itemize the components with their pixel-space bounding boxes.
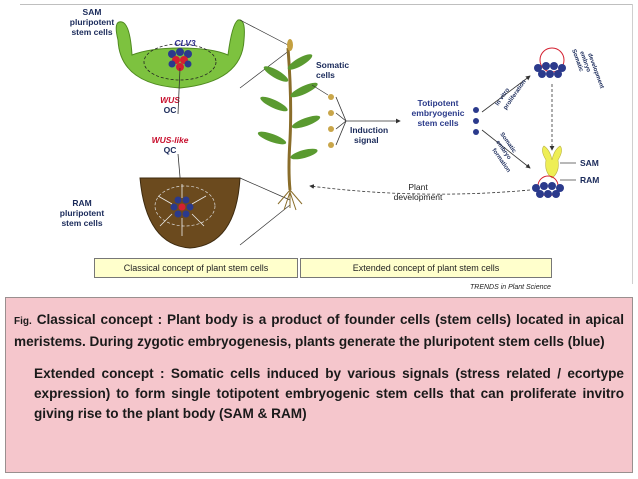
sam-label-line1: SAM [83,7,102,17]
wus-pointer [177,67,181,115]
ram-label-line1: RAM [72,198,91,208]
totipotent-line1: Totipotent [418,98,459,108]
induction-converge-lines [335,96,401,146]
ram-stem-cell-cluster [170,196,194,218]
embryo-shoot-yellow [542,145,562,179]
oc-label: OC [164,105,177,115]
plant-development-line2: development [394,192,443,202]
right-divider [632,4,633,284]
top-divider [20,4,632,5]
ram-radiating-arrows [157,184,207,236]
induction-signal-line1: Induction [350,125,388,135]
ram-label-line2: pluripotent [60,208,105,218]
source-credit: TRENDS in Plant Science [470,284,551,291]
arrow-to-embryo-formation [481,129,531,169]
caption-paragraph-classical: Fig. Classical concept : Plant body is a… [14,310,624,352]
arrow-to-proliferation [481,75,531,113]
somatic-cell-dots [328,94,334,148]
stem-cell-diagram: SAM pluripotent stem cells CLV3 WUS OC W… [60,7,604,249]
caption-paragraph-extended: Extended concept : Somatic cells induced… [14,364,624,424]
clv3-label: CLV3 [174,38,196,48]
totipotent-cell-dots [473,107,479,135]
somatic-cells-line2: cells [316,70,335,80]
plant-development-arrow [309,184,531,195]
extended-concept-bar: Extended concept of plant stem cells [300,258,552,278]
sam-label-line2: pluripotent [70,17,115,27]
plant-illustration [257,39,321,211]
sam-right-label: SAM [580,158,599,168]
wus-label: WUS [160,95,180,105]
sam-label-line3: stem cells [71,27,112,37]
qc-label: QC [164,145,177,155]
ram-meristem-shape [139,177,241,249]
induction-signal-line2: signal [354,135,379,145]
embryo-cluster-bottom [532,182,564,198]
embryo-cluster-top [534,62,566,78]
ram-dashed-zone [154,185,216,227]
zoom-line-bottom1 [239,177,291,201]
totipotent-line3: stem cells [417,118,458,128]
classical-text: Classical concept : Plant body is a prod… [14,312,624,349]
extended-text: Extended concept : Somatic cells induced… [34,366,624,421]
classical-concept-bar: Classical concept of plant stem cells [94,258,298,278]
plant-development-line1: Plant [408,182,428,192]
zoom-line-top1 [239,19,291,47]
somatic-pointer [311,84,329,96]
caption-box: Fig. Classical concept : Plant body is a… [5,297,633,473]
somatic-cells-line1: Somatic [316,60,349,70]
ram-right-label: RAM [580,175,599,185]
sam-dashed-zone [143,43,217,81]
zoom-line-bottom2 [239,204,291,246]
ram-label-line3: stem cells [61,218,102,228]
sam-stem-cell-cluster [168,48,192,71]
fig-label: Fig. [14,316,32,327]
wus-like-label: WUS-like [152,135,189,145]
totipotent-line2: embryogenic [412,108,465,118]
